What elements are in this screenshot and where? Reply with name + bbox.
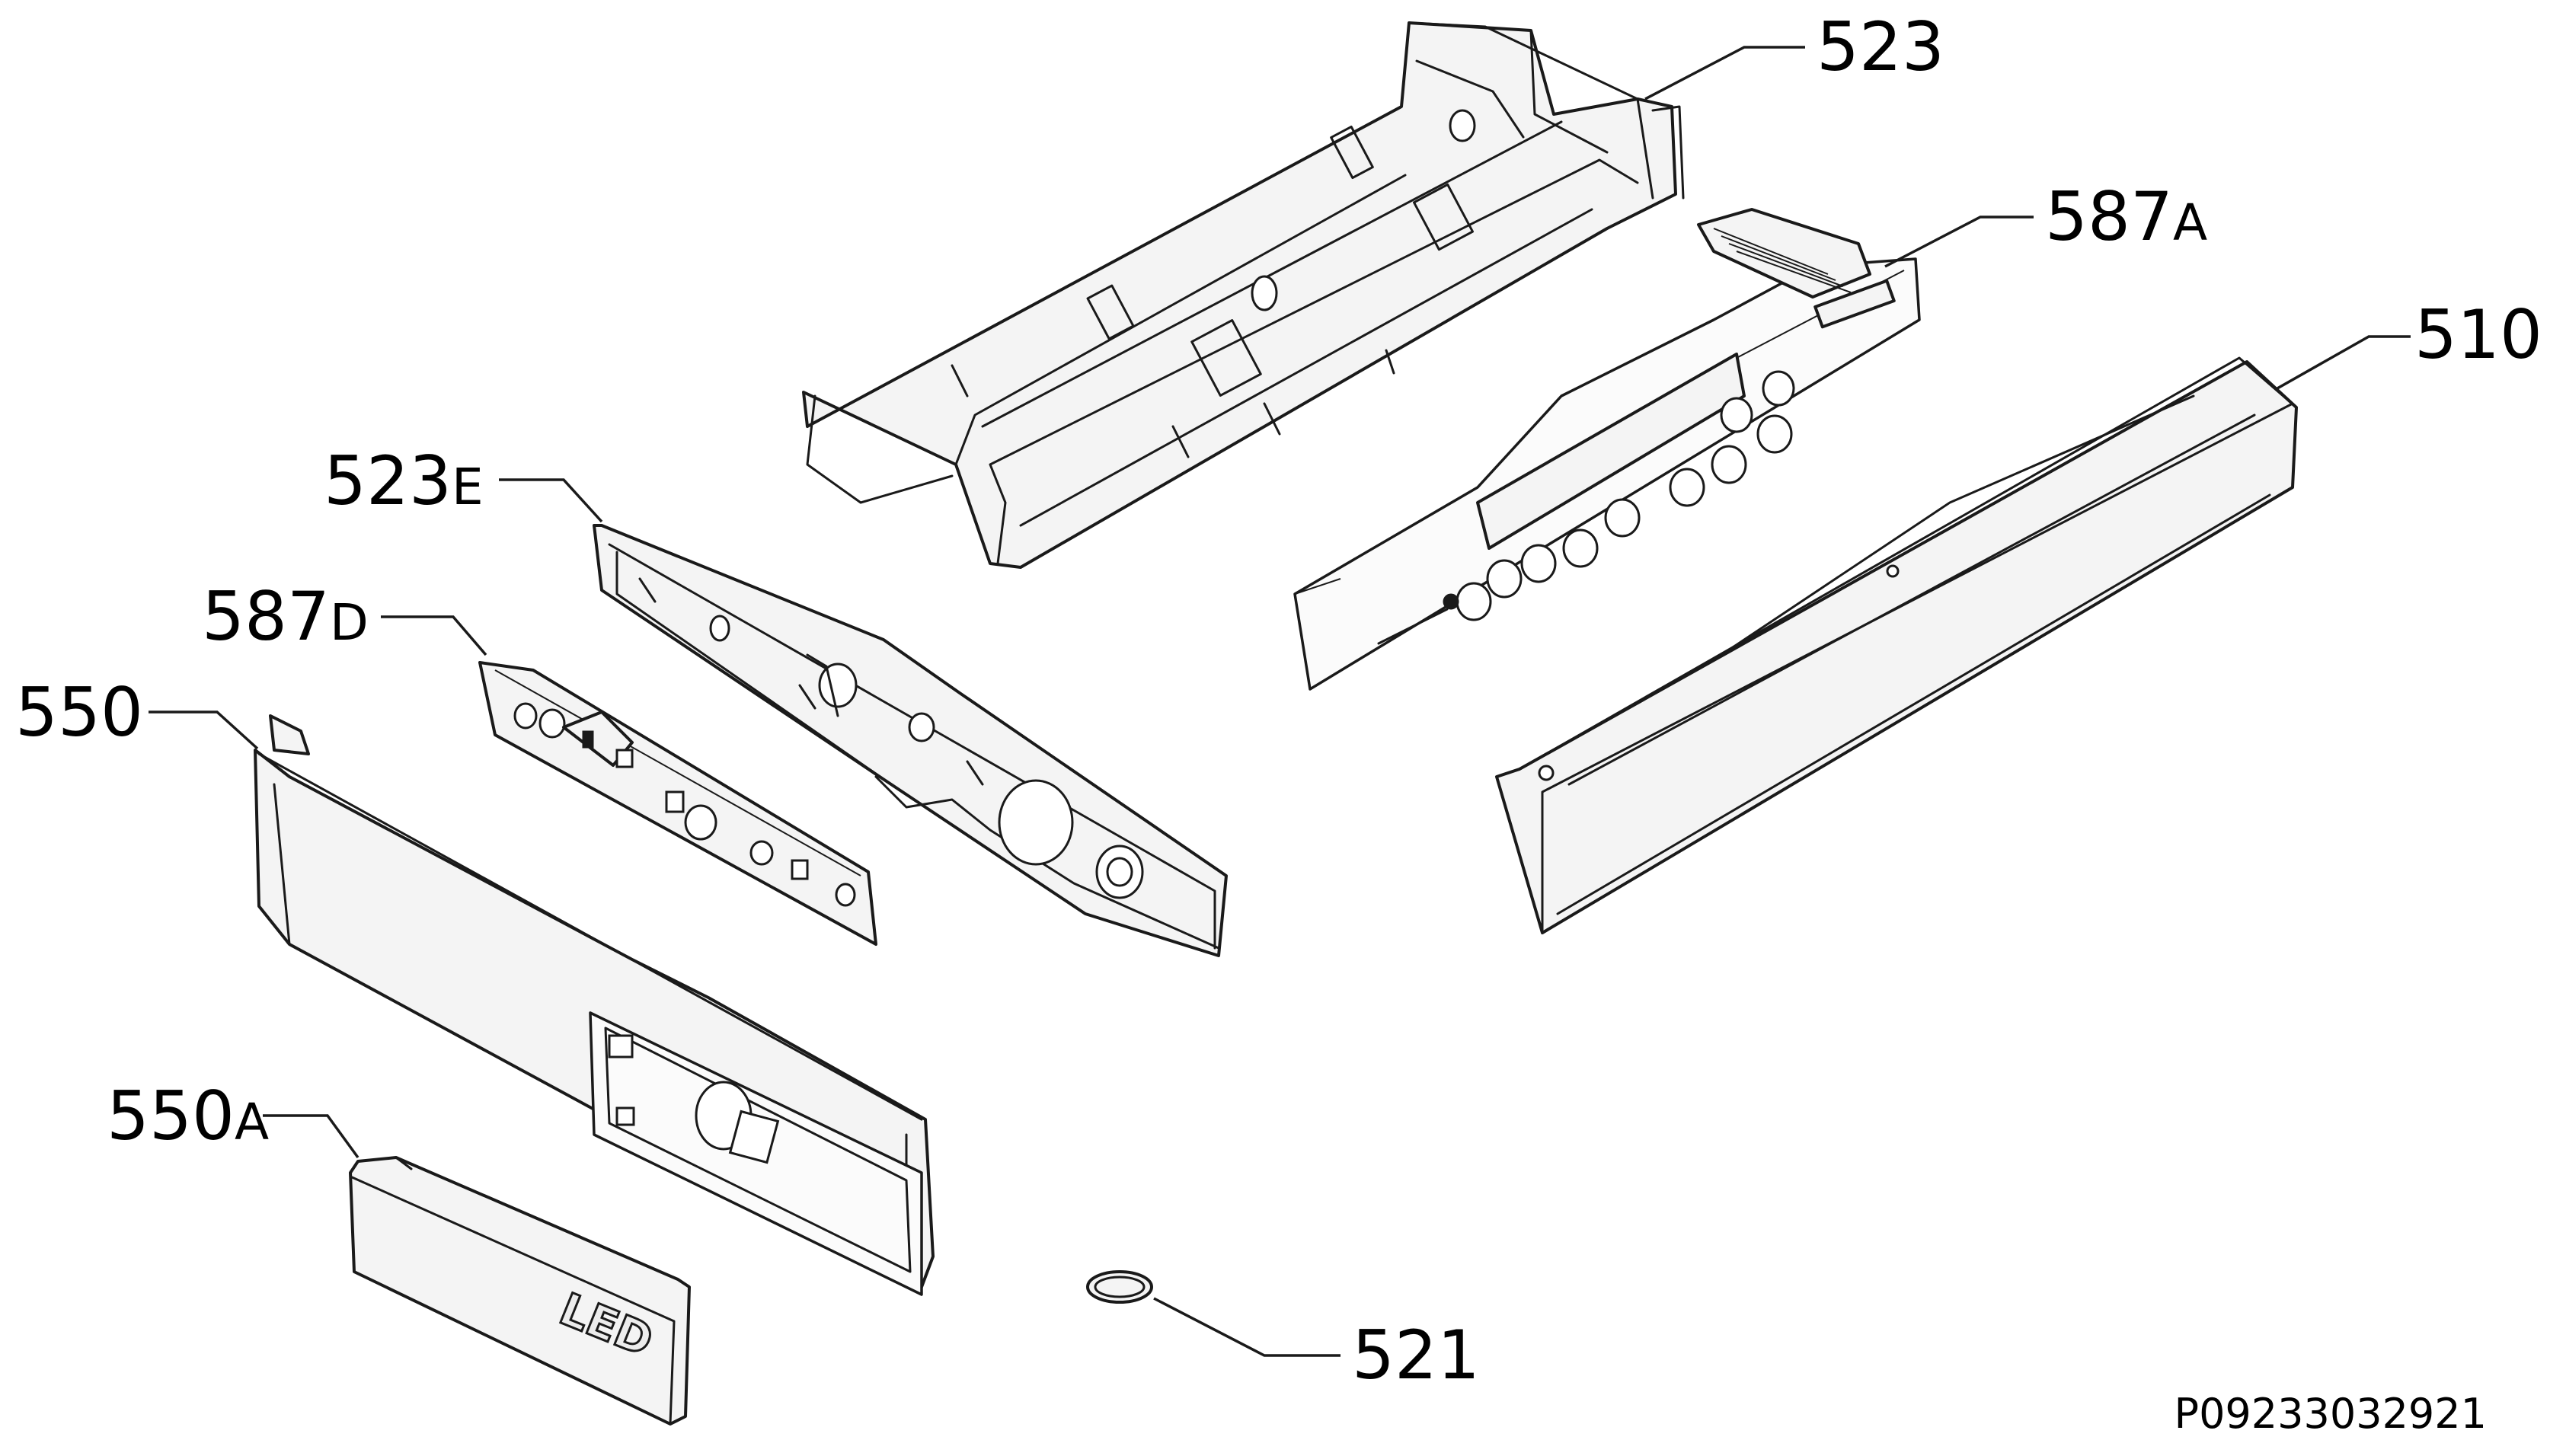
part-550a-led-cover: LED (349, 1156, 691, 1426)
part-550-front-cover (254, 714, 935, 1296)
callout-550a: 550A (107, 1077, 269, 1155)
board-knobs (1456, 370, 1795, 621)
part-587d-display-pcb (478, 661, 877, 946)
leader-521 (1153, 1297, 1341, 1357)
leader-523e (499, 478, 603, 523)
leader-550a (263, 1114, 359, 1159)
leader-523 (1644, 46, 1805, 101)
reference-code: P09233032921 (2175, 1390, 2487, 1438)
part-587a-control-board (1293, 208, 1921, 691)
part-523e-front-bezel (593, 524, 1228, 957)
callout-510: 510 (2414, 295, 2542, 374)
callout-587d: 587D (202, 577, 369, 656)
leader-lines (149, 46, 2411, 1357)
part-523-housing (802, 21, 1685, 569)
leader-550 (149, 710, 259, 750)
leader-587d (381, 615, 487, 656)
part-521-o-ring (1086, 1270, 1153, 1304)
callout-523: 523 (1817, 8, 1944, 86)
callout-521: 521 (1352, 1316, 1480, 1394)
part-510-frame-rail (1495, 356, 2298, 934)
leader-587a (1884, 216, 2034, 268)
callout-550: 550 (15, 673, 143, 752)
callout-523e: 523E (324, 442, 484, 520)
callout-587a: 587A (2045, 177, 2207, 256)
leader-510 (2277, 335, 2411, 390)
